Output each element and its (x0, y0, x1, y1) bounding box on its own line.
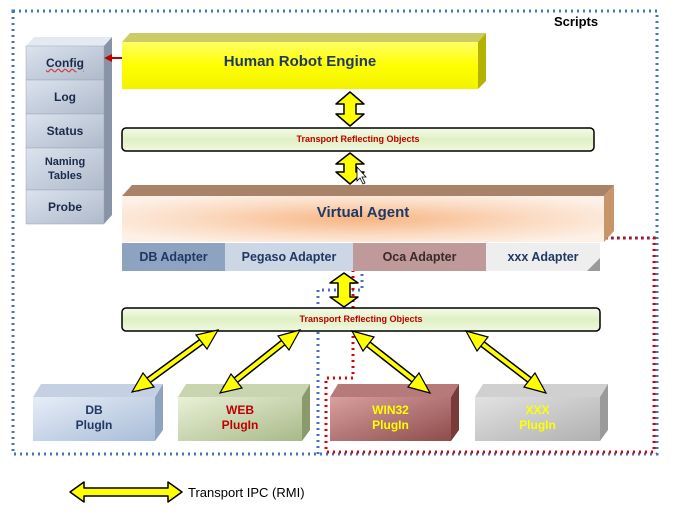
adapter-xxx: xxx Adapter (507, 250, 579, 264)
plugin-name: WEB (226, 403, 254, 417)
plugin-type: PlugIn (372, 418, 409, 432)
plugin-type: PlugIn (75, 418, 113, 432)
ipc-arrow-adapters-transport (329, 272, 359, 308)
ipc-arrow-engine-transport (335, 91, 365, 127)
ipc-arrow-db-plugin (130, 329, 220, 393)
plugin-db-block (33, 384, 163, 441)
plugin-web-block (178, 384, 310, 441)
transport-bar-bottom (121, 307, 601, 332)
virtual-agent-block (122, 185, 614, 242)
legend-arrow-icon (69, 481, 183, 503)
sidebar-item-label: Status (46, 124, 84, 138)
transport-top-label: Transport Reflecting Objects (296, 134, 420, 144)
transport-bar-top (121, 127, 595, 152)
config-arrow (104, 54, 122, 62)
plugin-db: DB PlugIn (33, 403, 155, 433)
sidebar-item-config[interactable]: Config (26, 46, 104, 80)
scripts-label: Scripts (554, 14, 599, 29)
scripts-region (11, 9, 659, 456)
adapter-db: DB Adapter (139, 250, 208, 264)
sidebar-item-probe[interactable]: Probe (26, 190, 104, 224)
ipc-arrow-transport-agent (335, 152, 365, 185)
transport-bottom-label: Transport Reflecting Objects (299, 314, 423, 324)
blue-dotted-divider (316, 236, 657, 454)
plugin-win32: WIN32 PlugIn (330, 403, 451, 433)
plugin-web: WEB PlugIn (178, 403, 302, 433)
plugin-name: DB (85, 403, 103, 417)
sidebar-stack (25, 37, 112, 225)
plugin-type: PlugIn (519, 418, 556, 432)
plugin-name: WIN32 (372, 403, 409, 417)
human-robot-engine-block (122, 33, 486, 89)
ipc-arrow-win32-plugin (350, 330, 432, 394)
plugin-type: PlugIn (221, 418, 259, 432)
adapters-row (122, 243, 600, 271)
adapter-pegaso: Pegaso Adapter (241, 250, 337, 264)
sidebar-item-log[interactable]: Log (26, 80, 104, 114)
legend-label: Transport IPC (RMI) (188, 485, 305, 500)
sidebar-item-naming-tables[interactable]: Naming Tables (26, 148, 104, 190)
ipc-arrow-xxx-plugin (464, 330, 548, 394)
adapter-oca: Oca Adapter (382, 250, 457, 264)
red-dotted-region (324, 236, 656, 454)
sidebar-item-label: Probe (47, 200, 82, 214)
sidebar-item-label: Log (54, 90, 76, 104)
sidebar-item-label: Config (46, 56, 84, 70)
cursor-icon (356, 165, 367, 185)
engine-label: Human Robot Engine (223, 53, 377, 70)
virtual-agent-label: Virtual Agent (316, 204, 410, 221)
plugin-name: XXX (525, 403, 550, 417)
sidebar-item-status[interactable]: Status (26, 114, 104, 148)
plugin-xxx: XXX PlugIn (475, 403, 600, 433)
plugin-xxx-block (475, 384, 608, 441)
ipc-arrow-web-plugin (218, 329, 302, 394)
sidebar-item-label: Naming Tables (44, 156, 86, 182)
